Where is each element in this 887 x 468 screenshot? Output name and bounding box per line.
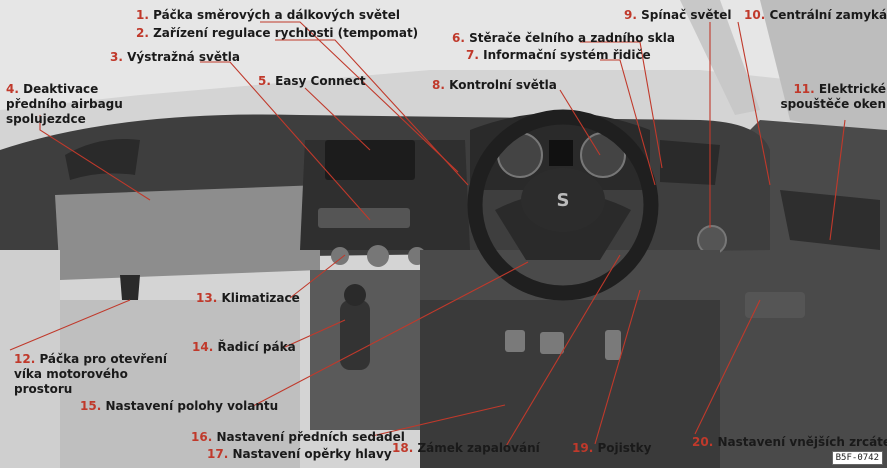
label-number: 5. xyxy=(258,74,271,88)
label-number: 13. xyxy=(196,291,218,305)
gear-lever-label: 14. Řadicí páka xyxy=(192,340,296,355)
accelerator-pedal xyxy=(605,330,621,360)
radio-screen xyxy=(325,140,415,180)
gear-boot xyxy=(340,300,370,370)
label-number: 7. xyxy=(466,48,479,62)
power-windows-label: 11. Elektrické spouštěče oken xyxy=(778,82,886,112)
label-number: 19. xyxy=(572,441,594,455)
label-number: 8. xyxy=(432,78,445,92)
label-number: 18. xyxy=(392,441,414,455)
climate-knob-left xyxy=(331,247,349,265)
label-number: 20. xyxy=(692,435,714,449)
label-number: 16. xyxy=(191,430,213,444)
easy-connect-label: 5. Easy Connect xyxy=(258,74,366,89)
label-text: Páčka pro otevření víka motorového prost… xyxy=(14,352,167,396)
label-text: Pojistky xyxy=(597,441,652,455)
label-number: 12. xyxy=(14,352,36,366)
clutch-pedal xyxy=(505,330,525,352)
label-text: Elektrické spouštěče oken xyxy=(780,82,886,111)
fuses-label: 19. Pojistky xyxy=(572,441,651,456)
label-text: Easy Connect xyxy=(275,74,366,88)
label-text: Spínač světel xyxy=(641,8,732,22)
label-number: 10. xyxy=(744,8,766,22)
wipers-label: 6. Stěrače čelního a zadního skla xyxy=(452,31,675,46)
right-air-vent xyxy=(660,140,720,185)
ignition-lock-label: 18. Zámek zapalování xyxy=(392,441,540,456)
brake-pedal xyxy=(540,332,564,354)
figure-code: B5F-0742 xyxy=(831,451,883,465)
central-locking-label: 10. Centrální zamykání xyxy=(744,8,887,23)
air-conditioning-label: 13. Klimatizace xyxy=(196,291,300,306)
label-text: Klimatizace xyxy=(221,291,300,305)
turn-signal-lever-label: 1. Páčka směrových a dálkových světel xyxy=(136,8,400,23)
glovebox xyxy=(55,185,320,280)
label-text: Stěrače čelního a zadního skla xyxy=(469,31,675,45)
label-text: Nastavení polohy volantu xyxy=(105,399,279,413)
steering-hub xyxy=(521,168,605,232)
label-text: Nastavení předních sedadel xyxy=(216,430,405,444)
mirror-adjust-label: 20. Nastavení vnějších zrcátek xyxy=(692,435,887,450)
label-text: Kontrolní světla xyxy=(449,78,557,92)
label-number: 15. xyxy=(80,399,102,413)
bonnet-release-label: 12. Páčka pro otevření víka motorového p… xyxy=(14,352,184,397)
label-text: Zařízení regulace rychlosti (tempomat) xyxy=(153,26,419,40)
label-number: 4. xyxy=(6,82,19,96)
gear-knob xyxy=(344,284,366,306)
seat-logo: S xyxy=(557,190,570,211)
label-number: 1. xyxy=(136,8,149,22)
front-seat-adjust-label: 16. Nastavení předních sedadel xyxy=(191,430,405,445)
label-text: Nastavení vnějších zrcátek xyxy=(717,435,887,449)
label-text: Deaktivace předního airbagu spolujezdce xyxy=(6,82,123,126)
headrest-adjust-label: 17. Nastavení opěrky hlavy xyxy=(207,447,392,462)
window-switch-panel xyxy=(745,292,805,318)
label-number: 9. xyxy=(624,8,637,22)
label-text: Výstražná světla xyxy=(127,50,240,64)
airbag-deactivation-label: 4. Deaktivace předního airbagu spolujezd… xyxy=(6,82,156,127)
driver-info-system-label: 7. Informační systém řidiče xyxy=(466,48,651,63)
light-switch-label: 9. Spínač světel xyxy=(624,8,731,23)
label-text: Centrální zamykání xyxy=(769,8,887,22)
label-number: 14. xyxy=(192,340,214,354)
label-text: Nastavení opěrky hlavy xyxy=(232,447,392,461)
label-number: 11. xyxy=(793,82,815,96)
light-switch-dial xyxy=(697,225,727,255)
label-number: 17. xyxy=(207,447,229,461)
label-text: Informační systém řidiče xyxy=(483,48,651,62)
label-number: 3. xyxy=(110,50,123,64)
label-text: Páčka směrových a dálkových světel xyxy=(153,8,401,22)
hazard-lights-label: 3. Výstražná světla xyxy=(110,50,240,65)
warning-lights-label: 8. Kontrolní světla xyxy=(432,78,557,93)
hazard-button-row xyxy=(318,208,410,228)
steering-wheel-adjust-label: 15. Nastavení polohy volantu xyxy=(80,399,278,414)
cruise-control-label: 2. Zařízení regulace rychlosti (tempomat… xyxy=(136,26,418,41)
climate-knob-center xyxy=(367,245,389,267)
label-text: Zámek zapalování xyxy=(417,441,540,455)
cluster-display xyxy=(549,140,573,166)
label-number: 6. xyxy=(452,31,465,45)
label-text: Řadicí páka xyxy=(217,340,296,354)
label-number: 2. xyxy=(136,26,149,40)
